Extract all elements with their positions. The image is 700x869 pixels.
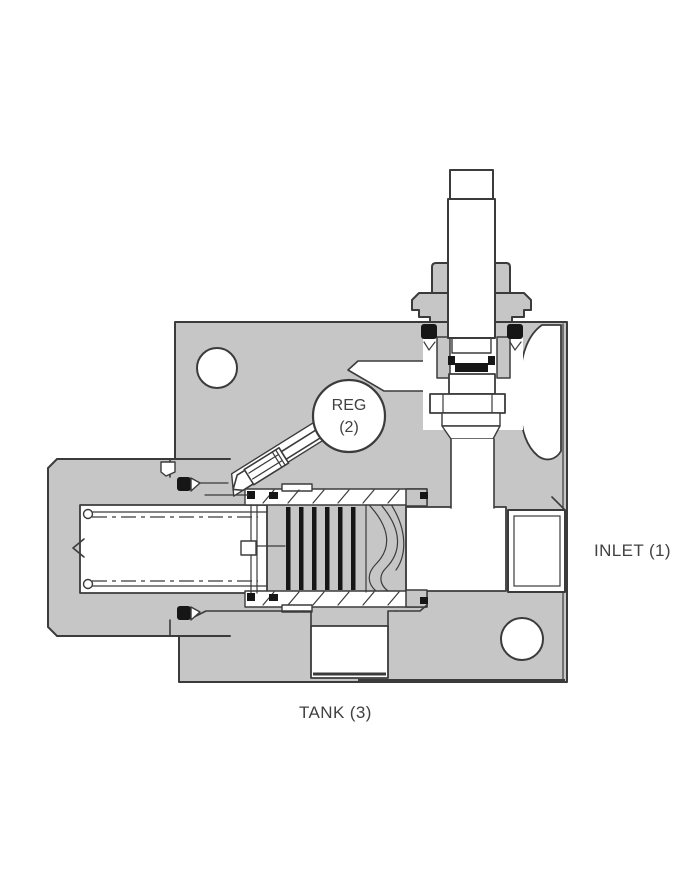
mounting-hole-bottom-right [500, 617, 544, 661]
sleeve-seal-bottom-left [247, 593, 255, 601]
poppet-taper [441, 425, 501, 440]
spring-seat-button [240, 540, 257, 556]
armature-seal-left [448, 356, 455, 365]
spool-bore[interactable] [79, 504, 268, 594]
sleeve-seal-bottom-left2 [269, 594, 278, 601]
sleeve-seal-top-right [420, 492, 428, 499]
inlet-port-inner-line [513, 515, 561, 587]
reg-label-line1: REG [332, 397, 367, 414]
sleeve-seal-top-left2 [269, 492, 278, 499]
poppet-cup-flange [429, 393, 506, 414]
mounting-hole-top-left [196, 347, 238, 389]
cartridge-o-ring-right-groove [509, 341, 522, 352]
armature-nut [448, 373, 496, 395]
cartridge-tube-wall-right [496, 336, 511, 379]
armature-seal-band [455, 363, 488, 372]
adjustment-stem-cap [449, 169, 494, 200]
cartridge-o-ring-left [421, 324, 437, 339]
tank-port[interactable] [310, 625, 389, 679]
junction-cavity [405, 506, 507, 592]
poppet-cup-mid [441, 412, 501, 427]
inlet-port[interactable] [507, 509, 566, 593]
bore-detail-circle-bottom [82, 578, 94, 590]
adjustment-stem[interactable] [447, 198, 496, 339]
retainer-tab-bottom [281, 604, 313, 613]
sleeve-seal-bottom-right [420, 597, 428, 604]
cap-o-ring-top [177, 477, 191, 491]
poppet-column [451, 439, 494, 509]
left-end-cap-outline [47, 458, 231, 637]
spring-end-coil [368, 505, 405, 592]
bore-cone-chevron [72, 538, 85, 558]
inlet-label: INLET (1) [594, 541, 671, 560]
tank-step-left [302, 610, 312, 627]
reg-label-line2: (2) [339, 419, 359, 436]
sleeve-seal-top-left [247, 491, 255, 499]
sleeve-hatch-top [262, 489, 400, 504]
cartridge-o-ring-left-groove [423, 341, 436, 352]
cartridge-o-ring-right [507, 324, 523, 339]
cap-o-ring-bottom [177, 606, 191, 620]
retainer-tab-top [281, 483, 313, 492]
tank-step-right [387, 610, 397, 627]
armature-seal-right [488, 356, 495, 365]
reg-adjustment-screw[interactable] [223, 422, 325, 497]
body-ledge-left [193, 610, 304, 618]
cap-o-ring-top-backup [190, 477, 201, 492]
cap-body-notch [160, 461, 176, 477]
reg-callout-circle [311, 378, 387, 454]
return-spring [286, 507, 356, 590]
inlet-corner-chamfer [551, 496, 565, 510]
body-ledge-right [395, 604, 428, 612]
tank-label: TANK (3) [299, 703, 372, 722]
cap-o-ring-bottom-backup [190, 606, 201, 621]
armature-top [451, 336, 492, 354]
inlet-cavity [520, 324, 562, 461]
bore-detail-circle-top [82, 508, 94, 520]
